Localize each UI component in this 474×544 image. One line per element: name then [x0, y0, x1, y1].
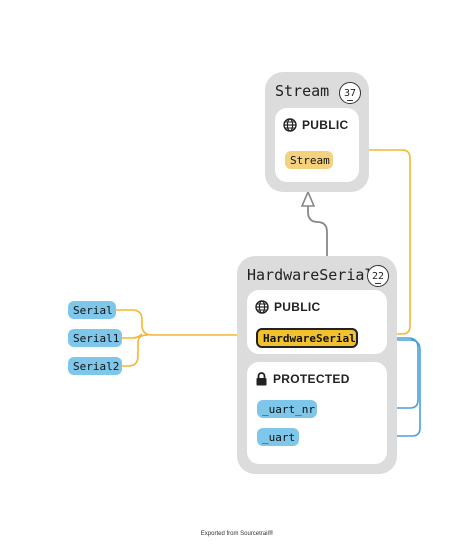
hardwareserial-protected-section: PROTECTED _uart_nr _uart	[247, 362, 387, 464]
hardwareserial-public-label: PUBLIC	[274, 300, 321, 314]
hardwareserial-class-card[interactable]: HardwareSerial 22 PUBLIC HardwareSerial …	[237, 256, 397, 474]
hardwareserial-to-stream-edge	[336, 150, 411, 335]
hardwareserial-reference-count-badge[interactable]: 22	[367, 265, 389, 287]
hardwareserial-protected-label: PROTECTED	[273, 372, 350, 386]
hardwareserial-class-title[interactable]: HardwareSerial	[247, 266, 374, 284]
stream-class-title[interactable]: Stream	[275, 82, 330, 100]
serial2-call-edge	[122, 334, 149, 367]
uart-nr-member-node[interactable]: _uart_nr	[257, 400, 317, 418]
hardwareserial-protected-header: PROTECTED	[255, 372, 350, 386]
uart-nr-member-edge	[300, 337, 419, 408]
serial1-call-edge	[122, 333, 143, 339]
export-footer: Exported from Sourcetrail®	[200, 531, 274, 537]
globe-icon	[283, 118, 297, 132]
hardwareserial-member-node[interactable]: HardwareSerial	[256, 328, 358, 348]
uart-member-edge	[282, 339, 421, 436]
lock-icon	[256, 372, 267, 386]
globe-icon	[255, 300, 269, 314]
stream-member-node[interactable]: Stream	[285, 151, 333, 169]
stream-public-label: PUBLIC	[302, 118, 349, 132]
serial1-node[interactable]: Serial1	[68, 329, 122, 347]
inheritance-arrowhead	[300, 189, 316, 207]
stream-reference-count-badge[interactable]: 37	[339, 82, 361, 104]
serial2-node[interactable]: Serial2	[68, 357, 122, 375]
uart-member-node[interactable]: _uart	[257, 428, 299, 446]
stream-class-card[interactable]: Stream 37 PUBLIC Stream	[265, 72, 369, 192]
stream-public-section: PUBLIC Stream	[275, 108, 359, 182]
hardwareserial-public-header: PUBLIC	[255, 300, 320, 314]
stream-public-header: PUBLIC	[283, 118, 348, 132]
hardwareserial-public-section: PUBLIC HardwareSerial	[247, 290, 387, 354]
inheritance-edge	[307, 205, 328, 256]
serial-node[interactable]: Serial	[68, 301, 116, 319]
serial-call-edge	[116, 309, 254, 335]
